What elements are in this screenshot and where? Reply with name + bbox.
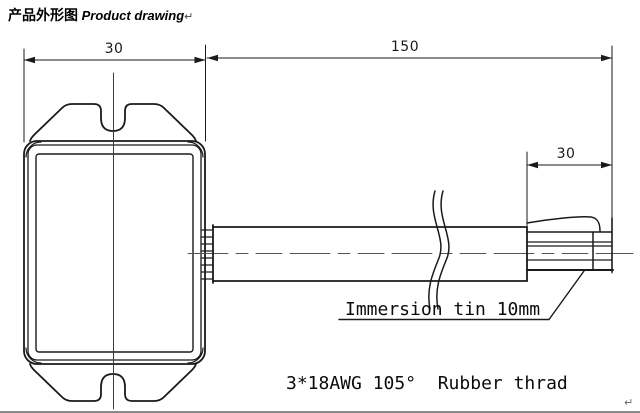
arrowhead-right-icon <box>601 54 612 62</box>
corner-ear-bottom-left <box>25 347 42 364</box>
sensor-body-outline <box>23 103 206 402</box>
dimension-tin-section <box>526 151 613 230</box>
corner-ear-top-left <box>25 141 42 158</box>
title-english: Product drawing <box>78 8 185 23</box>
dimension-body-width <box>23 44 206 143</box>
arrowhead-right-icon <box>194 56 206 64</box>
cable-spec-note: 3*18AWG 105° Rubber thrad <box>286 373 568 394</box>
immersion-tin-leader <box>338 270 585 321</box>
arrowhead-left-icon <box>527 161 538 169</box>
return-mark-icon: ↵ <box>624 396 634 409</box>
dim-label-cable-length: 150 <box>390 39 420 55</box>
corner-ear-bottom-right <box>187 347 204 364</box>
page-title: 产品外形图 Product drawing↵ <box>8 5 193 25</box>
arrowhead-left-icon <box>207 54 218 62</box>
arrowhead-right-icon <box>601 161 612 169</box>
corner-ear-top-right <box>187 141 204 158</box>
dim-label-tin-section: 30 <box>556 146 576 162</box>
stripped-wires <box>526 216 614 273</box>
cable-break-symbol <box>428 190 450 310</box>
arrowhead-left-icon <box>24 56 35 64</box>
page-bottom-border <box>0 411 640 413</box>
dim-label-body-width: 30 <box>104 41 124 57</box>
return-mark-icon: ↵ <box>184 11 194 23</box>
immersion-tin-note: Immersion tin 10mm <box>345 299 541 320</box>
strain-relief-ribs <box>200 224 214 284</box>
cable-jacket <box>212 226 528 282</box>
title-chinese: 产品外形图 <box>8 8 78 24</box>
bent-wire <box>526 216 601 232</box>
